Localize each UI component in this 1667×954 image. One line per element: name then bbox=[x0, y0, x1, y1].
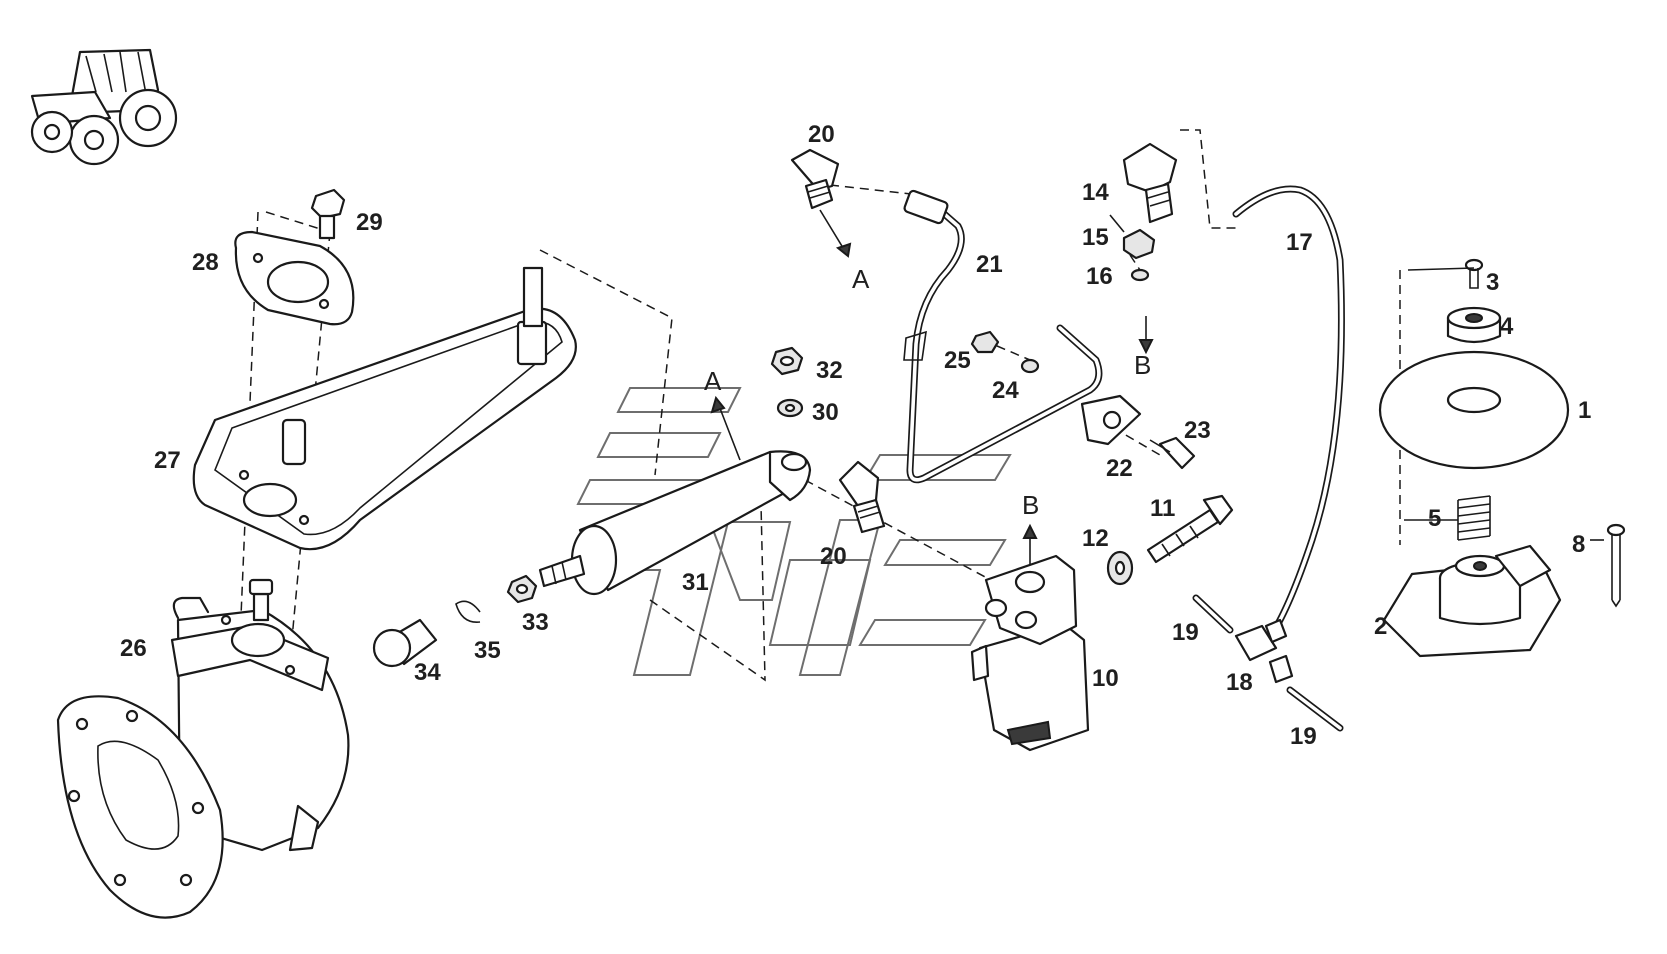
callout-2: 2 bbox=[1374, 613, 1387, 640]
callout-27: 27 bbox=[154, 447, 181, 474]
callout-28: 28 bbox=[192, 249, 219, 276]
washer-part-16 bbox=[1130, 268, 1150, 282]
elbow-fitting-part-20-upper bbox=[790, 148, 840, 210]
washer-part-30 bbox=[776, 398, 804, 418]
washer-part-12 bbox=[1106, 550, 1134, 586]
ref-a-upper: A bbox=[852, 264, 870, 294]
washer-part-24 bbox=[1020, 358, 1040, 374]
nut-part-15 bbox=[1122, 228, 1156, 260]
callout-15: 15 bbox=[1082, 224, 1109, 251]
bracket-part-27 bbox=[192, 266, 577, 551]
bracket-part-22 bbox=[1080, 394, 1142, 446]
valve-body-part-26 bbox=[56, 578, 350, 919]
callout-19-lower: 19 bbox=[1290, 723, 1317, 750]
spacer-part-4 bbox=[1446, 306, 1502, 344]
spring-part-5 bbox=[1457, 495, 1491, 541]
callout-labels: 1 2 3 4 5 8 10 11 12 14 15 16 17 18 19 1… bbox=[120, 121, 1591, 750]
ref-a-lower: A bbox=[704, 366, 722, 396]
elbow-fitting-part-14 bbox=[1122, 142, 1178, 224]
callout-26: 26 bbox=[120, 635, 147, 662]
callout-10: 10 bbox=[1092, 665, 1119, 692]
callout-30: 30 bbox=[812, 399, 839, 426]
nut-part-33 bbox=[506, 574, 538, 604]
nut-part-25 bbox=[970, 330, 1000, 354]
nut-part-32 bbox=[770, 346, 804, 376]
callout-21: 21 bbox=[976, 251, 1003, 278]
callout-34: 34 bbox=[414, 659, 441, 686]
valve-part-10 bbox=[970, 554, 1090, 752]
tee-fitting-part-18 bbox=[1234, 618, 1294, 684]
callout-20-lower: 20 bbox=[820, 543, 847, 570]
callout-33: 33 bbox=[522, 609, 549, 636]
direction-arrows bbox=[710, 209, 1154, 570]
gasket-part-28 bbox=[234, 230, 355, 326]
callout-25: 25 bbox=[944, 347, 971, 374]
pipe-part-21 bbox=[903, 189, 1103, 484]
callout-1: 1 bbox=[1578, 397, 1591, 424]
callout-14: 14 bbox=[1082, 179, 1109, 206]
callout-17: 17 bbox=[1286, 229, 1313, 256]
callout-22: 22 bbox=[1106, 455, 1133, 482]
callout-32: 32 bbox=[816, 357, 843, 384]
callout-20-upper: 20 bbox=[808, 121, 835, 148]
callout-31: 31 bbox=[682, 569, 709, 596]
callout-11: 11 bbox=[1150, 495, 1175, 522]
callout-12: 12 bbox=[1082, 525, 1109, 552]
leader-lines bbox=[1109, 214, 1604, 541]
elbow-fitting-part-20-lower bbox=[838, 460, 886, 534]
clip-part-35 bbox=[455, 600, 481, 623]
connection-reference-labels: A A B B bbox=[704, 264, 1151, 520]
callout-23: 23 bbox=[1184, 417, 1211, 444]
hose-part-17 bbox=[1232, 185, 1345, 638]
callout-5: 5 bbox=[1428, 505, 1441, 532]
callout-24: 24 bbox=[992, 377, 1019, 404]
tractor-icon bbox=[30, 48, 178, 166]
bolt-part-23 bbox=[1149, 436, 1196, 470]
bolt-part-11 bbox=[1146, 494, 1234, 564]
callout-18: 18 bbox=[1226, 669, 1253, 696]
ref-b-upper: B bbox=[1134, 350, 1151, 380]
screw-part-8 bbox=[1606, 523, 1626, 608]
cover-part-2 bbox=[1382, 544, 1562, 658]
callout-35: 35 bbox=[474, 637, 501, 664]
callout-29: 29 bbox=[356, 209, 383, 236]
screw-part-3 bbox=[1464, 258, 1484, 289]
callout-19-upper: 19 bbox=[1172, 619, 1199, 646]
callout-16: 16 bbox=[1086, 263, 1113, 290]
hose-part-19-lower bbox=[1286, 686, 1344, 732]
callout-3: 3 bbox=[1486, 269, 1499, 296]
hose-part-19-upper bbox=[1192, 594, 1234, 634]
callout-8: 8 bbox=[1572, 531, 1585, 558]
callout-4: 4 bbox=[1500, 313, 1514, 340]
disc-part-1 bbox=[1378, 350, 1570, 470]
ref-b-lower: B bbox=[1022, 490, 1039, 520]
bolt-part-29 bbox=[310, 188, 346, 240]
knob-part-34 bbox=[372, 618, 438, 668]
solenoid-part-31 bbox=[538, 450, 812, 596]
